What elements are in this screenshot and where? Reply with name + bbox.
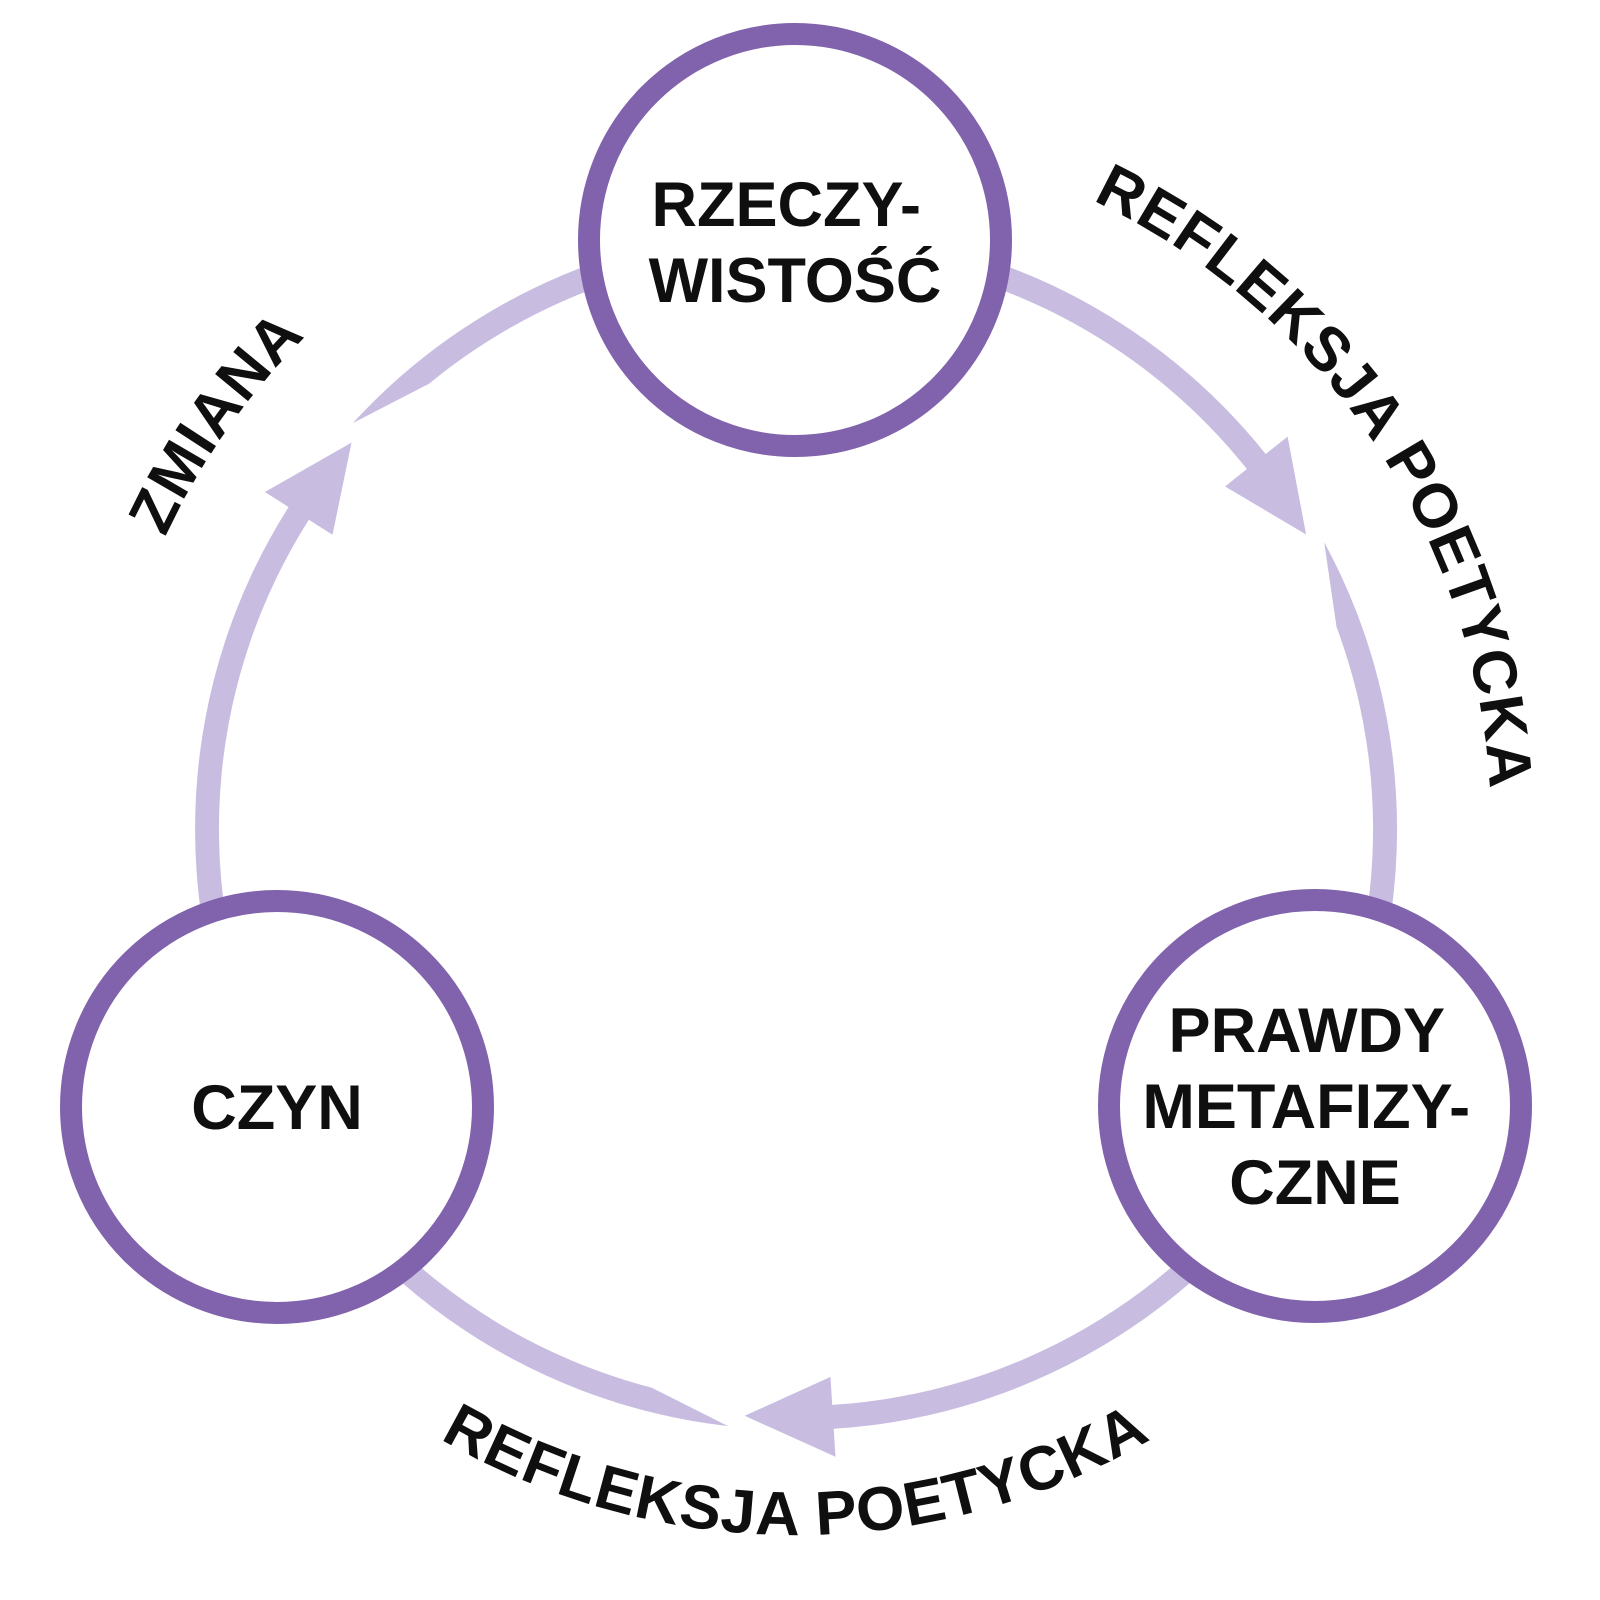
node-circle-prawdy-metafizyczne <box>1098 889 1532 1323</box>
node-circle-rzeczywistosc <box>578 23 1012 457</box>
node-label-czyn: CZYN <box>191 1073 363 1143</box>
node-label-line: RZECZY- <box>651 170 921 240</box>
edge-label-refleksja-poetycka-top: REFLEKSJA POETYCKA <box>1086 151 1545 791</box>
node-label-line: CZNE <box>1229 1148 1401 1218</box>
node-label-line: PRAWDY <box>1169 996 1444 1066</box>
cycle-nodes <box>60 23 1532 1324</box>
node-label-rzeczywistosc: RZECZY- WISTOŚĆ <box>649 170 942 316</box>
node-label-prawdy-metafizyczne: PRAWDY METAFIZY- CZNE <box>1142 996 1487 1218</box>
node-label-line: WISTOŚĆ <box>649 246 942 316</box>
edge-label-zmiana: ZMIANA <box>116 298 316 544</box>
node-circle-czyn <box>60 890 494 1324</box>
node-labels: RZECZY- WISTOŚĆ PRAWDY METAFIZY- CZNE CZ… <box>191 170 1487 1218</box>
arrow-rzeczywistosc-to-prawdy <box>352 227 1307 535</box>
node-label-line: CZYN <box>191 1073 363 1143</box>
node-label-line: METAFIZY- <box>1142 1072 1470 1142</box>
